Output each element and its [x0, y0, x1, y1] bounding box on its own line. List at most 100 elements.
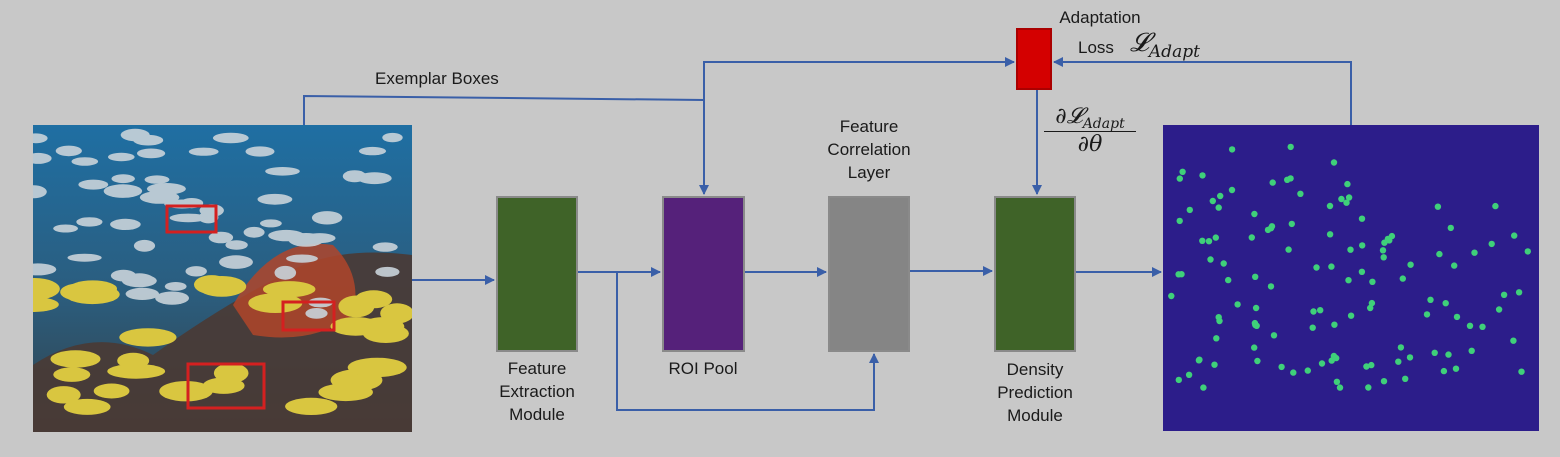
density-dot — [1195, 357, 1203, 364]
fish-shape — [93, 383, 130, 399]
fish-shape — [159, 381, 213, 402]
density-dot — [1344, 180, 1351, 188]
density-dot — [1379, 247, 1387, 254]
exemplar-boxes-label: Exemplar Boxes — [375, 69, 499, 88]
density-dot — [1220, 260, 1227, 267]
density-dot — [1445, 351, 1452, 358]
feature-extraction-block — [496, 196, 578, 352]
adaptation-loss-block — [1016, 28, 1052, 90]
density-dot — [1199, 237, 1206, 244]
density-dot — [1380, 254, 1387, 261]
fish-shape — [107, 363, 166, 379]
density-dot — [1290, 369, 1297, 376]
fish-shape — [133, 134, 164, 146]
density-dot — [1317, 307, 1324, 314]
density-dot — [1368, 299, 1376, 307]
density-dot — [1284, 176, 1291, 183]
density-dot — [1168, 292, 1175, 300]
density-dot — [1176, 175, 1183, 182]
density-dot — [1358, 268, 1366, 275]
density-dot — [1479, 323, 1486, 330]
density-dot — [1252, 273, 1259, 280]
density-dot — [1452, 365, 1460, 372]
feature-extraction-label: Feature Extraction Module — [499, 359, 575, 424]
density-dot — [1447, 224, 1454, 232]
arrow-skip-to-correlation — [616, 272, 879, 411]
density-dot — [1185, 371, 1193, 378]
fish-shape — [110, 218, 141, 230]
density-dot — [1270, 332, 1278, 339]
fish-shape — [185, 266, 207, 277]
density-dot — [1309, 324, 1316, 331]
fish-shape — [33, 185, 47, 199]
density-prediction-block — [994, 196, 1076, 352]
fish-shape — [372, 242, 398, 252]
loss-label: Loss — [1078, 38, 1114, 57]
feature-correlation-block — [828, 196, 910, 352]
density-dot — [1330, 159, 1338, 166]
fish-shape — [347, 357, 407, 378]
density-dot — [1186, 206, 1193, 214]
fish-shape — [245, 146, 275, 157]
fish-shape — [169, 213, 207, 223]
fish-shape — [257, 193, 293, 205]
fish-shape — [33, 297, 59, 312]
density-dot — [1248, 234, 1255, 241]
density-dot — [1251, 344, 1258, 351]
fish-shape — [50, 350, 101, 368]
fish-shape — [225, 240, 248, 250]
exemplar-box — [186, 362, 266, 410]
fish-shape — [60, 283, 98, 301]
density-dot — [1287, 143, 1294, 151]
fish-shape — [67, 253, 102, 262]
density-dot — [1431, 349, 1438, 356]
exemplar-box — [165, 204, 218, 234]
fish-shape — [202, 377, 245, 394]
density-dot — [1524, 248, 1531, 255]
fish-shape — [219, 255, 253, 269]
fish-shape — [33, 133, 48, 144]
density-dot — [1518, 368, 1525, 375]
density-dot — [1228, 146, 1236, 153]
fish-shape — [243, 226, 265, 238]
fish-shape — [285, 397, 338, 415]
fish-shape — [46, 386, 81, 404]
loss-formula: 𝓛Adapt — [1130, 28, 1200, 62]
density-dot — [1369, 278, 1376, 285]
fish-shape — [194, 275, 230, 295]
density-dot — [1427, 296, 1434, 303]
fish-shape — [342, 170, 367, 183]
fish-shape — [274, 265, 297, 280]
fish-shape — [108, 152, 135, 162]
roi-pool-block — [662, 196, 745, 352]
fish-shape — [146, 183, 186, 195]
density-dot — [1451, 262, 1458, 269]
density-dot — [1176, 217, 1183, 225]
fish-shape — [188, 147, 219, 156]
density-dot — [1251, 319, 1259, 327]
density-dot — [1358, 215, 1366, 222]
fish-shape — [53, 367, 91, 382]
density-dot — [1442, 300, 1449, 307]
fish-shape — [164, 282, 187, 291]
density-dot — [1380, 378, 1388, 385]
density-dot — [1252, 304, 1260, 312]
fish-shape — [53, 224, 78, 233]
fish-shape — [78, 179, 109, 190]
density-dot — [1368, 361, 1375, 369]
density-dot — [1200, 384, 1207, 391]
density-dot — [1199, 172, 1206, 179]
feature-correlation-label: Feature Correlation Layer — [827, 117, 911, 182]
fish-shape — [119, 328, 177, 347]
density-dot — [1267, 283, 1275, 290]
density-dot — [1212, 234, 1219, 241]
fish-shape — [125, 287, 159, 300]
fish-shape — [111, 174, 135, 184]
density-dot — [1406, 354, 1414, 361]
density-dot — [1285, 246, 1292, 253]
density-map-output — [1163, 125, 1539, 431]
density-dot — [1318, 360, 1326, 367]
density-dot — [1423, 311, 1431, 318]
fish-shape — [117, 352, 150, 369]
density-dot — [1211, 361, 1218, 368]
